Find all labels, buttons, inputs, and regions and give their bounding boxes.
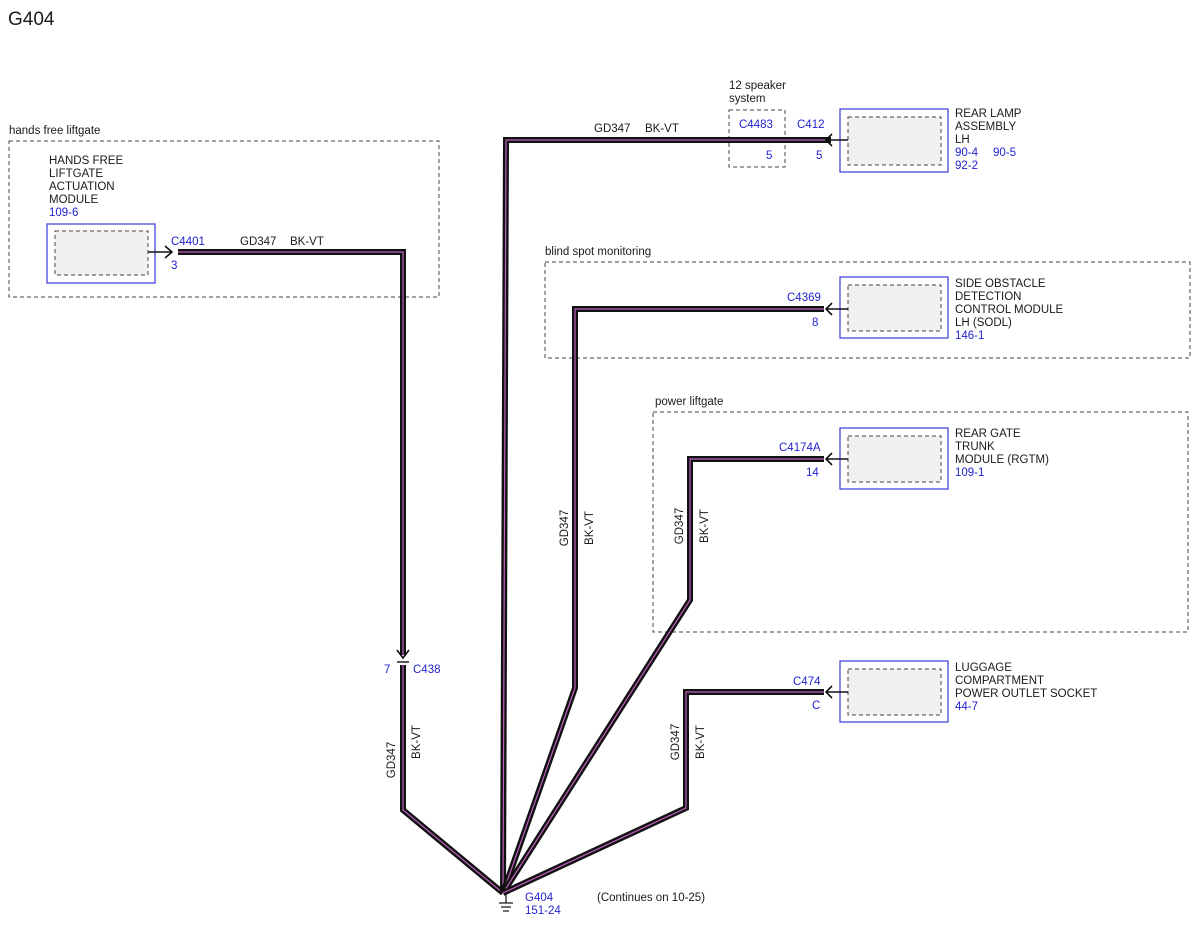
connector-c4369-pin: 8 <box>812 317 818 329</box>
connector-c438-symbol <box>396 649 410 663</box>
group-label-speaker-line2: system <box>729 93 765 105</box>
group-power-liftgate <box>652 411 1189 633</box>
wire-luggage <box>501 689 824 896</box>
sodl-name-1: SIDE OBSTACLE <box>955 278 1046 290</box>
group-label-hands-free: hands free liftgate <box>9 125 100 137</box>
rear-lamp-name-2: ASSEMBLY <box>955 121 1016 133</box>
sodl-name-2: DETECTION <box>955 291 1021 303</box>
rgtm-name-2: TRUNK <box>955 441 995 453</box>
wire-label-color-rgtm: BK-VT <box>699 509 711 543</box>
wire-c438-ground <box>400 665 505 896</box>
group-label-speaker-line1: 12 speaker <box>729 80 786 92</box>
rear-lamp-name-3: LH <box>955 134 970 146</box>
hflam-ref: 109-6 <box>49 207 78 219</box>
hflam-name-4: MODULE <box>49 194 99 206</box>
component-rear-gate-trunk-module <box>824 427 949 490</box>
wire-label-circuit-luggage: GD347 <box>670 724 682 760</box>
wire-rear-lamp <box>500 137 831 894</box>
connector-c4174a-id: C4174A <box>779 442 821 454</box>
rear-lamp-ref-1: 90-4 <box>955 147 979 159</box>
hflam-name-1: HANDS FREE <box>49 155 123 167</box>
component-side-obstacle-detection-module <box>824 276 949 339</box>
component-rear-lamp-assembly-lh <box>824 108 949 173</box>
group-hands-free-liftgate <box>8 140 440 298</box>
connector-c4369-id: C4369 <box>787 292 821 304</box>
rgtm-name-3: MODULE (RGTM) <box>955 454 1049 466</box>
connector-c474-pin: C <box>812 700 820 712</box>
rgtm-ref: 109-1 <box>955 467 984 479</box>
group-label-blind-spot: blind spot monitoring <box>545 246 651 258</box>
rgtm-name-1: REAR GATE <box>955 428 1021 440</box>
sodl-name-3: CONTROL MODULE <box>955 304 1064 316</box>
luggage-name-3: POWER OUTLET SOCKET <box>955 688 1097 700</box>
ground-id: G404 <box>525 892 554 904</box>
connector-c4401-id: C4401 <box>171 236 205 248</box>
group-blind-spot-monitoring <box>544 261 1191 359</box>
connector-c438-pin: 7 <box>384 664 390 676</box>
wire-label-color-sodl: BK-VT <box>584 511 596 545</box>
continues-note: (Continues on 10-25) <box>597 892 705 904</box>
component-luggage-power-outlet <box>824 660 949 723</box>
connector-c4174a-pin: 14 <box>806 467 819 479</box>
wire-rgtm <box>500 456 824 895</box>
wire-label-circuit-sodl: GD347 <box>559 510 571 546</box>
sodl-ref: 146-1 <box>955 330 984 342</box>
hflam-name-2: LIFTGATE <box>49 168 103 180</box>
wire-label-color-rear-lamp: BK-VT <box>645 123 679 135</box>
wire-hflam <box>178 249 406 655</box>
luggage-name-1: LUGGAGE <box>955 662 1012 674</box>
connector-c4401-pin: 3 <box>171 260 177 272</box>
component-hands-free-liftgate-module <box>46 223 174 284</box>
wire-label-color-luggage: BK-VT <box>695 725 707 759</box>
connector-c4483-pin: 5 <box>766 150 772 162</box>
wire-label-circuit-hflam: GD347 <box>240 236 276 248</box>
wire-label-color-c438: BK-VT <box>411 725 423 759</box>
page-title: G404 <box>8 9 55 30</box>
ground-symbol-icon <box>499 893 513 912</box>
hflam-name-3: ACTUATION <box>49 181 115 193</box>
sodl-name-4: LH (SODL) <box>955 317 1012 329</box>
luggage-name-2: COMPARTMENT <box>955 675 1044 687</box>
wire-label-color-hflam: BK-VT <box>290 236 324 248</box>
connector-c438-id: C438 <box>413 664 441 676</box>
connector-c412-pin: 5 <box>816 150 822 162</box>
rear-lamp-ref-2: 90-5 <box>993 147 1016 159</box>
wire-sodl <box>500 306 824 894</box>
ground-ref: 151-24 <box>525 905 561 917</box>
luggage-ref: 44-7 <box>955 701 978 713</box>
connector-c474-id: C474 <box>793 676 821 688</box>
connector-c412-id: C412 <box>797 119 825 131</box>
group-label-power-liftgate: power liftgate <box>655 396 723 408</box>
wire-label-circuit-c438: GD347 <box>386 742 398 778</box>
connector-c4483-id: C4483 <box>739 119 773 131</box>
wire-label-circuit-rear-lamp: GD347 <box>594 123 630 135</box>
rear-lamp-ref-3: 92-2 <box>955 160 978 172</box>
rear-lamp-name-1: REAR LAMP <box>955 108 1022 120</box>
wire-label-circuit-rgtm: GD347 <box>674 508 686 544</box>
